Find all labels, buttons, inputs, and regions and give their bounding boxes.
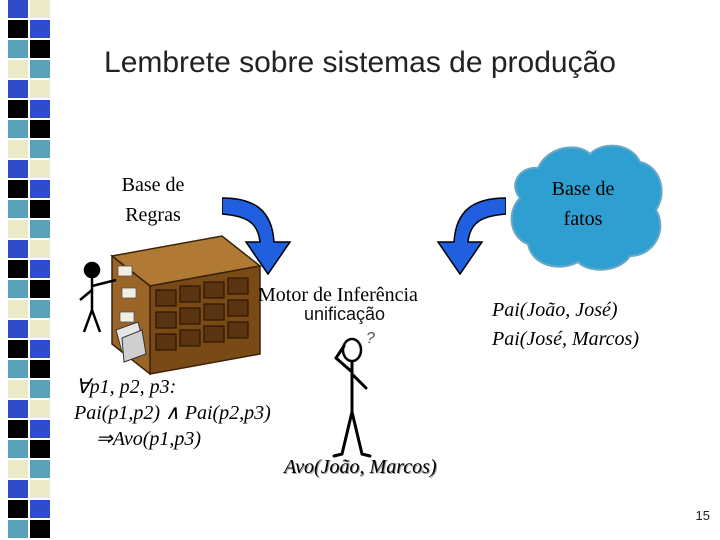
strip-square xyxy=(8,460,28,478)
strip-square xyxy=(30,420,50,438)
strip-square xyxy=(8,120,28,138)
strip-square xyxy=(8,420,28,438)
strip-square xyxy=(30,220,50,238)
strip-square xyxy=(8,380,28,398)
strip-square xyxy=(8,480,28,498)
strip-square xyxy=(30,80,50,98)
strip-square xyxy=(8,180,28,198)
strip-square xyxy=(30,20,50,38)
facts-base-line2: fatos xyxy=(563,208,603,230)
strip-square xyxy=(30,320,50,338)
rule-line2: Pai(p1,p2) ∧ Pai(p2,p3) xyxy=(74,402,271,424)
strip-square xyxy=(30,520,50,538)
strip-square xyxy=(30,60,50,78)
strip-square xyxy=(30,0,50,18)
strip-square xyxy=(8,260,28,278)
strip-square xyxy=(8,80,28,98)
strip-square xyxy=(8,440,28,458)
strip-square xyxy=(8,300,28,318)
strip-square xyxy=(30,360,50,378)
rule-line1: ∀p1, p2, p3: xyxy=(76,376,177,398)
strip-square xyxy=(30,140,50,158)
strip-square xyxy=(8,40,28,58)
slide-title: Lembrete sobre sistemas de produção xyxy=(104,46,616,79)
facts-base-cloud xyxy=(510,144,663,271)
strip-square xyxy=(8,320,28,338)
strip-square xyxy=(30,300,50,318)
question-mark-label: ? xyxy=(366,330,375,347)
strip-square xyxy=(30,380,50,398)
strip-square xyxy=(8,60,28,78)
conclusion-text: Avo(João, Marcos) xyxy=(284,456,437,478)
rules-cabinet-illustration xyxy=(79,235,262,376)
strip-square xyxy=(30,200,50,218)
rule-text: ∀p1, p2, p3: Pai(p1,p2) ∧ Pai(p2,p3) ⇒Av… xyxy=(74,374,271,452)
strip-square xyxy=(8,240,28,258)
strip-square xyxy=(30,500,50,518)
inference-engine-label: Motor de Inferência xyxy=(258,284,418,306)
strip-square xyxy=(8,340,28,358)
strip-square xyxy=(8,280,28,298)
strip-square xyxy=(30,260,50,278)
strip-square xyxy=(30,240,50,258)
strip-square xyxy=(8,220,28,238)
strip-square xyxy=(8,360,28,378)
thinking-person-illustration xyxy=(332,337,372,458)
facts-base-line1: Base de xyxy=(551,178,615,200)
strip-square xyxy=(8,0,28,18)
strip-square xyxy=(8,500,28,518)
decorative-left-strip xyxy=(8,0,50,538)
rules-base-label: Base de Regras xyxy=(108,170,198,230)
strip-square xyxy=(8,100,28,118)
strip-square xyxy=(8,200,28,218)
strip-square xyxy=(8,20,28,38)
strip-square xyxy=(8,400,28,418)
strip-square xyxy=(30,40,50,58)
strip-square xyxy=(8,140,28,158)
rules-base-line1: Base de xyxy=(121,174,185,196)
strip-square xyxy=(30,280,50,298)
fact-item: Pai(João, José) xyxy=(492,299,618,321)
strip-square xyxy=(30,160,50,178)
strip-square xyxy=(30,180,50,198)
strip-square xyxy=(30,440,50,458)
strip-square xyxy=(8,520,28,538)
strip-square xyxy=(30,400,50,418)
rules-base-line2: Regras xyxy=(125,204,181,226)
facts-list: Pai(João, José) Pai(José, Marcos) xyxy=(492,296,639,354)
strip-square xyxy=(30,120,50,138)
facts-base-label: Base de fatos xyxy=(528,174,638,234)
unification-label: unificação xyxy=(304,304,386,324)
arrow-facts-to-engine-icon xyxy=(436,197,506,276)
fact-item: Pai(José, Marcos) xyxy=(492,328,639,350)
strip-square xyxy=(30,480,50,498)
strip-square xyxy=(8,160,28,178)
rule-line3: ⇒Avo(p1,p3) xyxy=(96,428,202,450)
page-number: 15 xyxy=(695,508,710,523)
strip-square xyxy=(30,100,50,118)
arrow-rules-to-engine-icon xyxy=(222,197,292,276)
strip-square xyxy=(30,460,50,478)
strip-square xyxy=(30,340,50,358)
